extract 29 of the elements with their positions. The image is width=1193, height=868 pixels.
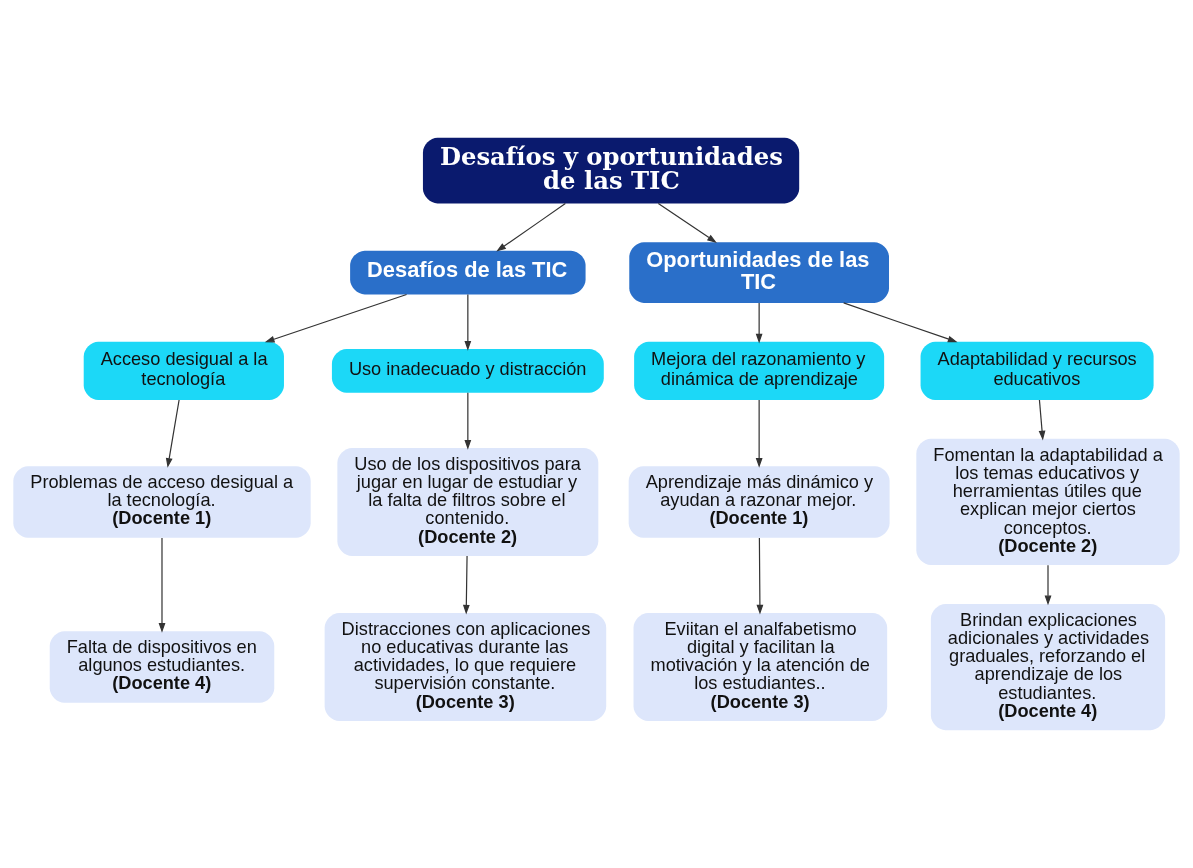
node-box: Brindan explicaciones adicionales y actividades graduales, reforzando el aprendizaje de los estudiantes. (Docente 4): [930, 603, 1166, 731]
arrow: [464, 294, 472, 351]
node-box: Adaptabilidad y recursos educativos: [920, 341, 1154, 400]
arrow: [755, 399, 763, 468]
arrow: [462, 555, 470, 615]
arrow: [165, 399, 180, 468]
arrow: [464, 392, 472, 450]
arrow: [1038, 399, 1046, 441]
node-box: Eviitan el analfabetismo digital y facilitan la motivación y la atención de los estudiantes.. (Docente 3): [633, 613, 888, 722]
node-box: Uso inadecuado y distracción: [331, 349, 604, 393]
node-box: Fomentan la adaptabilidad a los temas educativos y herramientas útiles que explican mejor ciertos conceptos. (Docente 2): [916, 438, 1180, 566]
node-box: Desafíos y oportunidades de las TIC: [422, 137, 800, 204]
node-box: Aprendizaje más dinámico y ayudan a razonar mejor. (Docente 1): [628, 466, 890, 538]
arrow: [843, 302, 958, 343]
arrow: [1044, 564, 1052, 606]
node-box: Distracciones con aplicaciones no educativas durante las actividades, lo que requiere supervisión constante. (Docente 3): [324, 613, 607, 722]
node-box: Desafíos de las TIC: [350, 250, 586, 295]
node-box: Falta de dispositivos en algunos estudiantes. (Docente 4): [49, 631, 275, 703]
node-box: Mejora del razonamiento y dinámica de aprendizaje: [634, 341, 885, 400]
arrow: [756, 537, 764, 615]
node-box: Oportunidades de las TIC: [629, 242, 889, 303]
arrow: [158, 537, 166, 633]
node-box: Uso de los dispositivos para jugar en lugar de estudiar y la falta de filtros sobre el contenido. (Docente 2): [337, 447, 599, 556]
arrow: [264, 293, 408, 343]
arrow: [496, 203, 566, 252]
arrow: [755, 302, 763, 344]
node-box: Acceso desigual a la tecnología: [83, 341, 284, 400]
node-box: Problemas de acceso desigual a la tecnología. (Docente 1): [13, 466, 311, 538]
arrow: [657, 203, 717, 243]
